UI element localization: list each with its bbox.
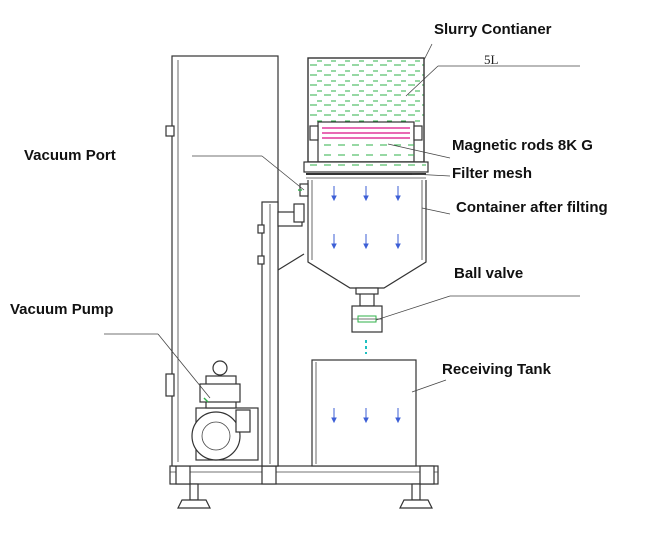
label-magnetic-rods: Magnetic rods 8K G [452,137,593,154]
vacuum-port [298,183,309,197]
ball-valve [351,287,383,333]
label-receiving-tank: Receiving Tank [442,361,552,378]
receiving-tank [311,359,417,467]
label-ball-valve: Ball valve [454,265,523,282]
leveling-foot-left [177,483,211,509]
flow-arrows [331,186,401,424]
vacuum-pump [191,360,259,461]
label-container-after-filtering: Container after filting [456,199,608,216]
leveling-foot-right [399,483,433,509]
support-column [257,201,305,467]
label-volume: 5L [484,52,499,67]
label-vacuum-port: Vacuum Port [24,147,116,164]
label-vacuum-pump: Vacuum Pump [10,301,113,318]
label-slurry-container: Slurry Contianer [434,21,552,38]
base-frame [169,465,439,485]
filter-mesh [303,161,429,179]
label-filter-mesh: Filter mesh [452,165,532,182]
slurry-container [307,57,425,163]
magnetic-rods [309,125,423,141]
leader-lines [104,43,580,399]
